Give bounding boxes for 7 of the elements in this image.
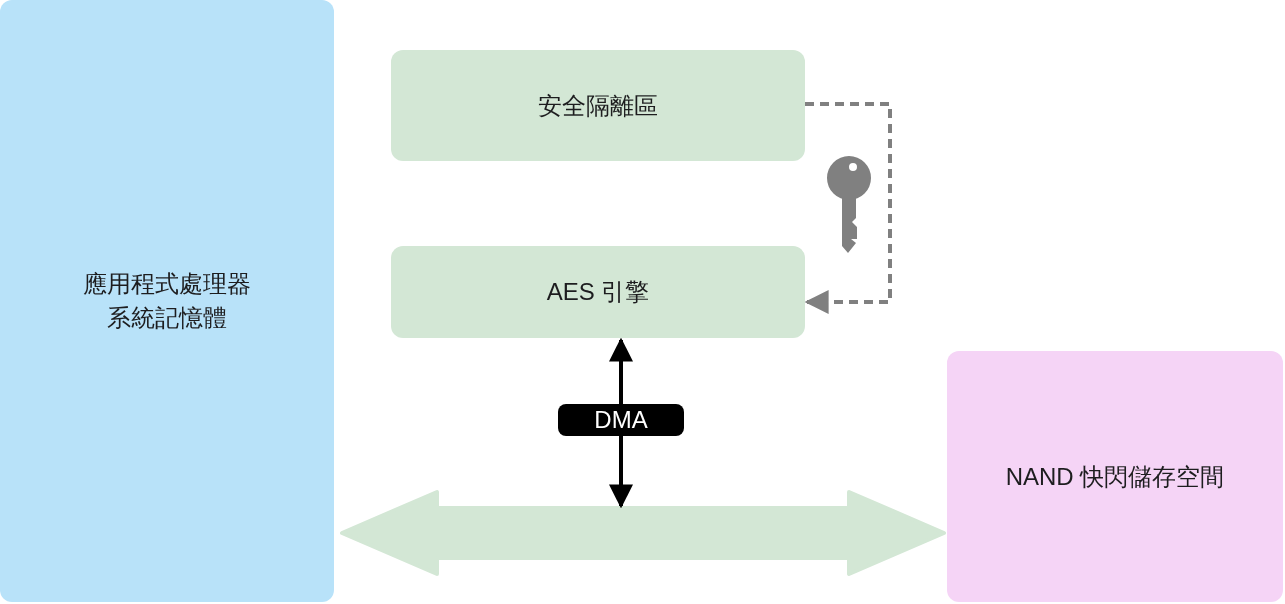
key-transfer-arrow: [804, 102, 892, 314]
engine-box: AES 引擎: [391, 246, 805, 338]
edge-label: DMA: [558, 404, 684, 436]
bus-arrow: [340, 490, 946, 576]
enclave-box: 安全隔離區: [391, 50, 805, 161]
processor-memory-box: 應用程式處理器系統記憶體: [0, 0, 334, 602]
storage-box: NAND 快閃儲存空間: [947, 351, 1283, 602]
